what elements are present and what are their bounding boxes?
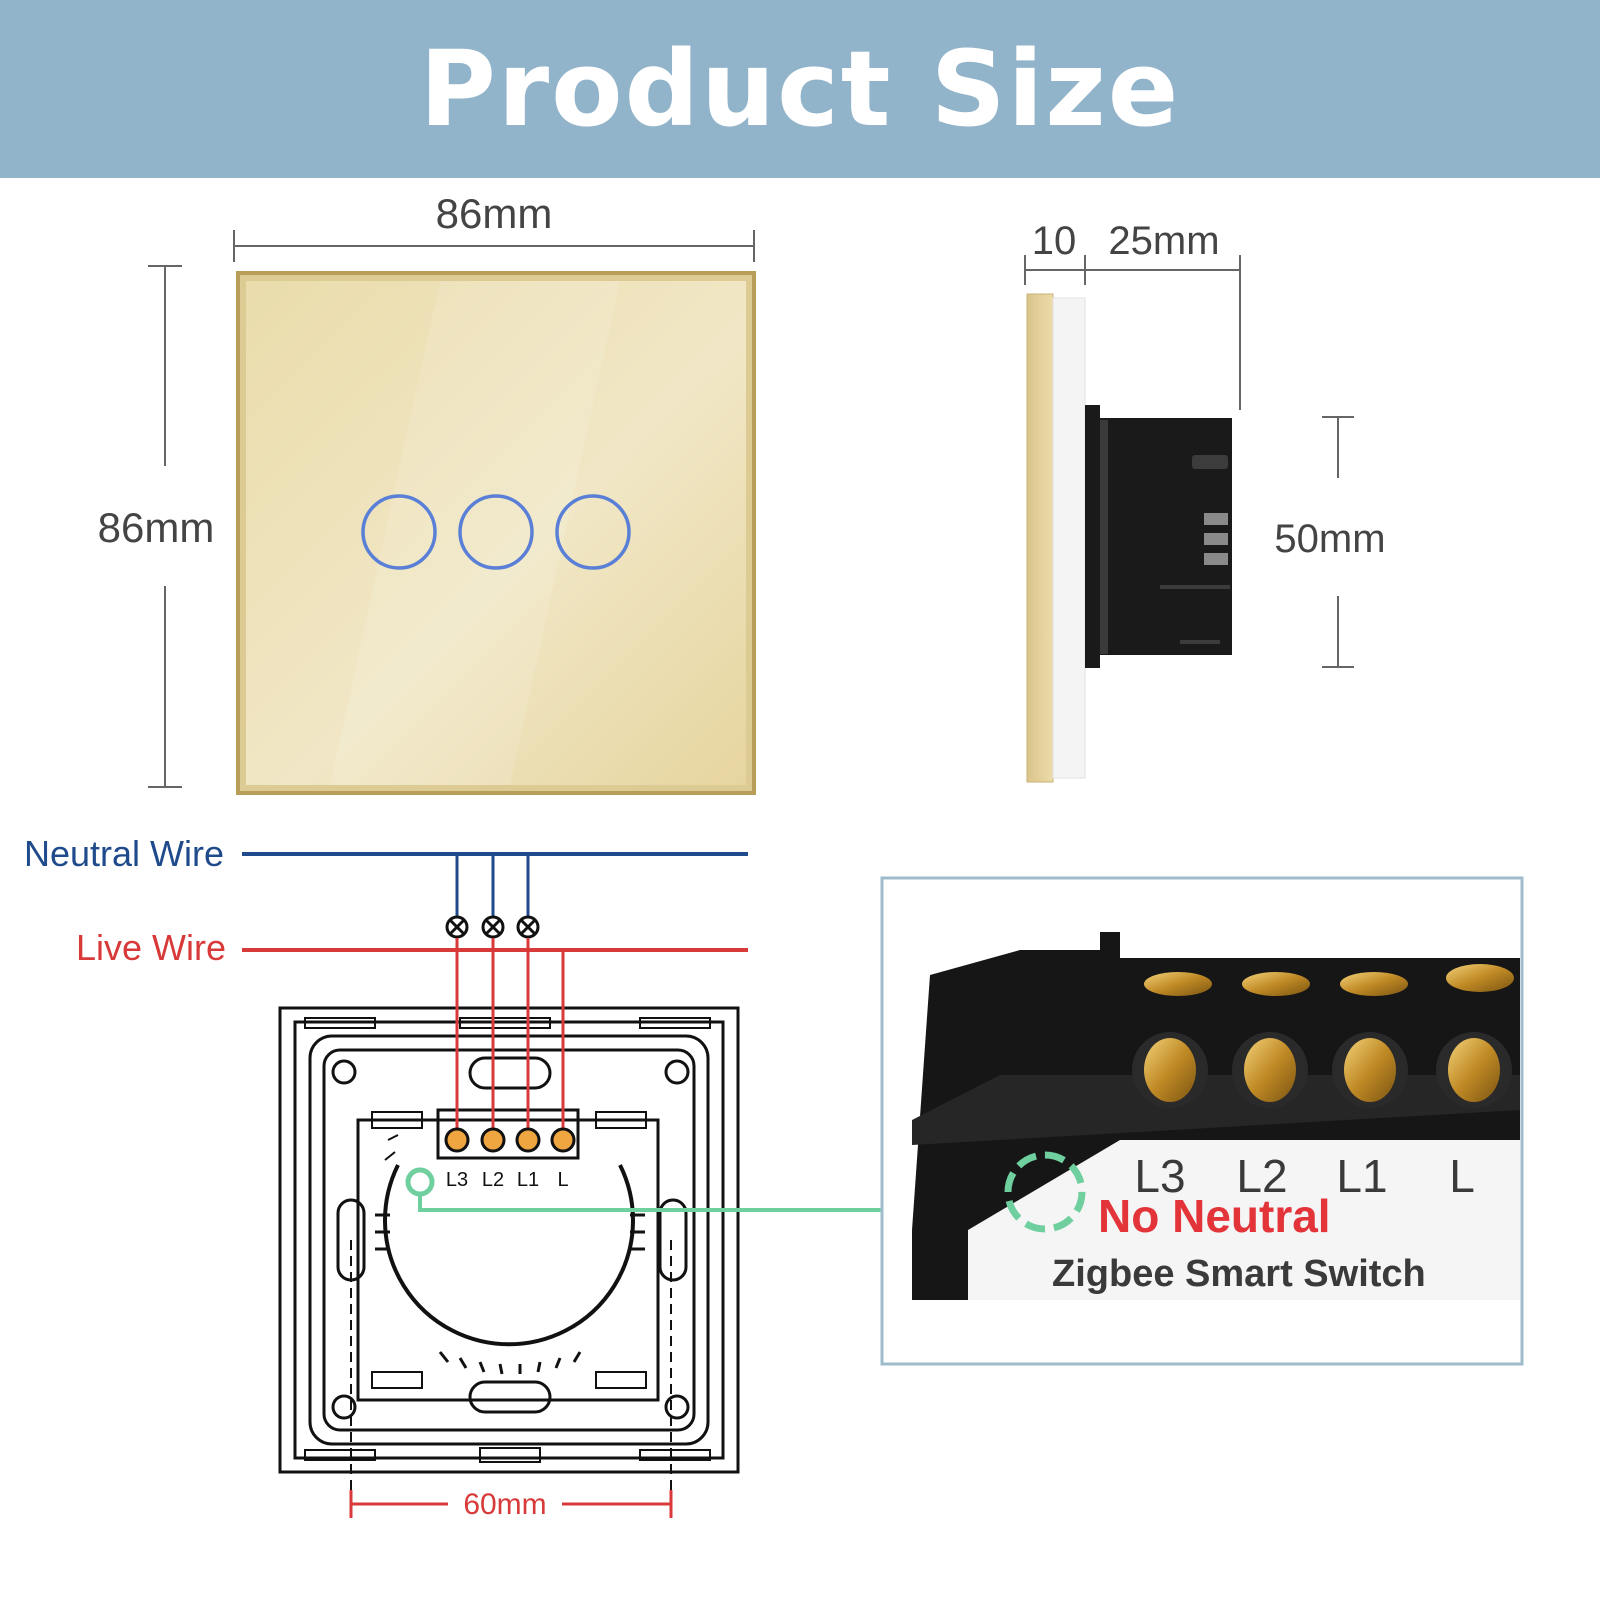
terminal-label-l2: L2 [482, 1169, 504, 1191]
side-height-dimension: 50mm [1274, 416, 1386, 668]
mount-spacing-label: 60mm [463, 1488, 546, 1521]
no-neutral-label: No Neutral [1098, 1190, 1331, 1242]
screw-icon [1446, 964, 1514, 992]
terminal-closeup: L3 L2 L1 L No Neutral Zigbee Smart Switc… [880, 876, 1524, 1366]
closeup-screws [1144, 964, 1514, 996]
product-name-label: Zigbee Smart Switch [1052, 1253, 1426, 1295]
header-banner: Product Size [0, 0, 1600, 178]
front-view: 86mm 86mm [98, 190, 756, 795]
side-depth-back-label: 25mm [1108, 219, 1219, 263]
screw-icon [1242, 972, 1310, 996]
side-depth-dimension: 10 25mm [1024, 219, 1241, 410]
side-depth-front-label: 10 [1032, 219, 1077, 263]
side-view: 10 25mm 50mm [1024, 219, 1386, 783]
closeup-terminals [1132, 1032, 1512, 1108]
touch-buttons [361, 494, 631, 570]
terminal-label-l: L [557, 1169, 568, 1191]
touch-button-3 [555, 494, 631, 570]
front-height-dimension: 86mm [98, 265, 215, 788]
switch-side-profile [1026, 293, 1232, 783]
terminal-screw-icon [515, 1127, 541, 1153]
live-wire-label: Live Wire [76, 927, 226, 968]
terminal-label-l3: L3 [446, 1169, 468, 1191]
closeup-label-l1: L1 [1336, 1150, 1387, 1202]
lamp-icon [516, 915, 540, 939]
mount-spacing-dimension: 60mm [349, 1488, 673, 1521]
terminal-screw-icon [550, 1127, 576, 1153]
terminal-screw-icon [444, 1127, 470, 1153]
lamp-symbols [445, 915, 540, 939]
side-height-label: 50mm [1274, 517, 1385, 561]
closeup-label-l2: L2 [1236, 1150, 1287, 1202]
front-width-label: 86mm [436, 190, 553, 237]
no-neutral-link [405, 1167, 1010, 1212]
lamp-icon [445, 915, 469, 939]
wiring-diagram: Neutral Wire Live Wire [24, 833, 1010, 1521]
lamp-icon [481, 915, 505, 939]
touch-button-1 [361, 494, 437, 570]
no-neutral-highlight-circle [1004, 1151, 1086, 1233]
neutral-wire-label: Neutral Wire [24, 833, 224, 874]
closeup-label-l: L [1449, 1150, 1475, 1202]
closeup-label-l3: L3 [1134, 1150, 1185, 1202]
switch-panel-front [236, 271, 756, 795]
front-width-dimension: 86mm [233, 190, 755, 262]
page-title: Product Size [419, 28, 1181, 150]
terminal-label-l1: L1 [517, 1169, 539, 1191]
wiring-terminals: L3 L2 L1 L [444, 1127, 576, 1191]
switch-backplate [278, 1006, 740, 1474]
front-height-label: 86mm [98, 504, 215, 551]
terminal-screw-icon [480, 1127, 506, 1153]
screw-icon [1340, 972, 1408, 996]
screw-icon [1144, 972, 1212, 996]
touch-button-2 [458, 494, 534, 570]
